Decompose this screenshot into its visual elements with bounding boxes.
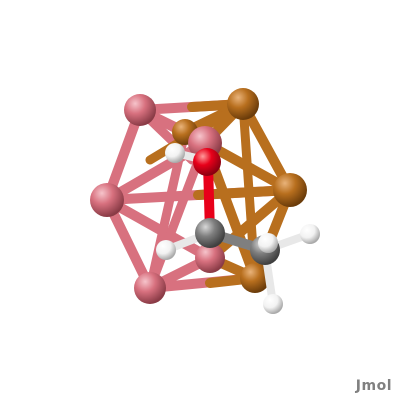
jmol-watermark: Jmol: [355, 378, 392, 394]
boron-atom[interactable]: [134, 272, 166, 304]
boron-atom[interactable]: [273, 173, 307, 207]
hydrogen-atom[interactable]: [156, 240, 176, 260]
oxygen-atom[interactable]: [193, 148, 221, 176]
hydrogen-atom[interactable]: [300, 224, 320, 244]
hydroxyl-hydrogen-atom[interactable]: [165, 143, 185, 163]
boron-atom[interactable]: [90, 183, 124, 217]
boron-atom[interactable]: [227, 88, 259, 120]
hydrogen-atom[interactable]: [258, 233, 278, 253]
boron-atom[interactable]: [240, 263, 270, 293]
carbon-atom[interactable]: [195, 218, 225, 248]
boron-atom[interactable]: [124, 94, 156, 126]
hydrogen-atom[interactable]: [263, 294, 283, 314]
boron-atom[interactable]: [195, 243, 225, 273]
